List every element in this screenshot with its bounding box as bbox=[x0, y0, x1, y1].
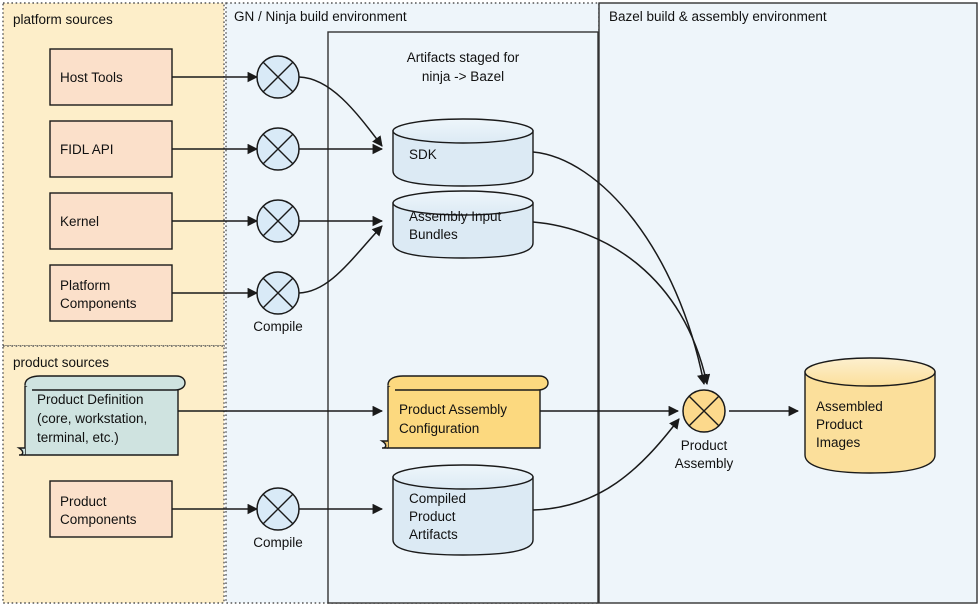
product-definition-label-line1: Product Definition bbox=[37, 392, 144, 407]
assembly-input-bundles-label-line2: Bundles bbox=[409, 227, 458, 242]
source-box-platform-components[interactable]: Platform Components bbox=[49, 264, 173, 322]
fidl-api-label: FIDL API bbox=[60, 142, 114, 157]
platform-sources-zone-label: platform sources bbox=[13, 12, 113, 27]
bazel-zone-rect bbox=[598, 2, 978, 604]
platform-components-label-line2: Components bbox=[60, 296, 137, 311]
product-assembly-configuration-label-line2: Configuration bbox=[399, 421, 479, 436]
host-tools-rect[interactable] bbox=[49, 48, 173, 106]
compile-node-kernel[interactable] bbox=[256, 199, 300, 243]
platform-components-rect[interactable] bbox=[49, 264, 173, 322]
product-components-label-line2: Components bbox=[60, 512, 137, 527]
sdk-cylinder-body[interactable] bbox=[392, 130, 534, 187]
compile-kernel-cross-icon bbox=[262, 205, 294, 237]
compile-fidl-api-cross-icon bbox=[262, 133, 294, 165]
compile-node-product-components[interactable]: Compile bbox=[253, 487, 303, 550]
assembled-product-images-cylinder-body[interactable] bbox=[804, 371, 936, 474]
sdk-label: SDK bbox=[409, 147, 437, 162]
edge-compile-platform-components-to-assembly-input-bundles bbox=[298, 225, 383, 294]
assembly-input-bundles-label-line1: Assembly Input bbox=[409, 209, 502, 224]
kernel-rect[interactable] bbox=[49, 192, 173, 250]
product-assembly-node[interactable]: Product Assembly bbox=[675, 389, 734, 471]
edge-compile-host-tools-to-sdk bbox=[298, 76, 383, 147]
compile-product-components-cross-icon bbox=[262, 493, 294, 525]
compiled-product-artifacts-label-line2: Product bbox=[409, 509, 456, 524]
product-assembly-configuration-label-line1: Product Assembly bbox=[399, 402, 507, 417]
platform-components-label-line1: Platform bbox=[60, 278, 110, 293]
zone-bazel: Bazel build & assembly environment bbox=[598, 2, 978, 604]
compile-node-fidl-api[interactable] bbox=[256, 127, 300, 171]
edges bbox=[172, 71, 800, 515]
sdk-cylinder-top bbox=[392, 118, 534, 144]
compile-node-host-tools[interactable] bbox=[256, 55, 300, 99]
staging-box-label-line1: Artifacts staged for bbox=[407, 50, 520, 65]
assembled-product-images-cylinder-top bbox=[804, 357, 936, 387]
source-box-host-tools[interactable]: Host Tools bbox=[49, 48, 173, 106]
compiled-product-artifacts-label-line1: Compiled bbox=[409, 491, 466, 506]
product-definition-label-line3: terminal, etc.) bbox=[37, 430, 119, 445]
fidl-api-rect[interactable] bbox=[49, 120, 173, 178]
product-assembly-cross-icon bbox=[688, 395, 720, 427]
compile-product-components-label: Compile bbox=[253, 535, 303, 550]
edge-compiled-product-artifacts-to-product-assembly bbox=[532, 418, 680, 511]
product-assembly-label-line2: Assembly bbox=[675, 456, 734, 471]
assembly-input-bundles-cylinder-top bbox=[392, 190, 534, 216]
product-definition-top-scroll bbox=[24, 375, 186, 391]
kernel-label: Kernel bbox=[60, 214, 99, 229]
assembled-product-images[interactable]: Assembled Product Images bbox=[804, 357, 936, 474]
artifact-assembly-input-bundles[interactable]: Assembly Input Bundles bbox=[392, 190, 534, 259]
product-components-rect[interactable] bbox=[49, 480, 173, 538]
staging-box-label-line2: ninja -> Bazel bbox=[422, 69, 504, 84]
compile-platform-components-cross-icon bbox=[262, 277, 294, 309]
bazel-zone-label: Bazel build & assembly environment bbox=[609, 9, 827, 24]
source-box-kernel[interactable]: Kernel bbox=[49, 192, 173, 250]
gn-ninja-zone-label: GN / Ninja build environment bbox=[234, 9, 407, 24]
source-note-product-definition[interactable]: Product Definition (core, workstation, t… bbox=[16, 375, 186, 456]
compiled-product-artifacts-label-line3: Artifacts bbox=[409, 527, 458, 542]
artifact-product-assembly-configuration[interactable]: Product Assembly Configuration bbox=[379, 375, 549, 449]
compile-node-platform-components[interactable]: Compile bbox=[253, 271, 303, 334]
compiled-product-artifacts-cylinder-top bbox=[392, 464, 534, 490]
assembly-input-bundles-cylinder-body[interactable] bbox=[392, 202, 534, 259]
product-definition-label-line2: (core, workstation, bbox=[37, 411, 147, 426]
artifact-compiled-product-artifacts[interactable]: Compiled Product Artifacts bbox=[392, 464, 534, 556]
assembled-product-images-label-line2: Product bbox=[816, 417, 863, 432]
source-box-fidl-api[interactable]: FIDL API bbox=[49, 120, 173, 178]
compile-host-tools-cross-icon bbox=[262, 61, 294, 93]
edge-assembly-input-bundles-to-product-assembly bbox=[532, 221, 711, 386]
assembled-product-images-label-line1: Assembled bbox=[816, 399, 883, 414]
compiled-product-artifacts-cylinder-body[interactable] bbox=[392, 476, 534, 556]
host-tools-label: Host Tools bbox=[60, 70, 123, 85]
assembled-product-images-label-line3: Images bbox=[816, 435, 861, 450]
product-assembly-label-line1: Product bbox=[681, 438, 728, 453]
product-components-label-line1: Product bbox=[60, 494, 107, 509]
product-sources-zone-label: product sources bbox=[13, 355, 109, 370]
product-definition-bottom-scroll bbox=[16, 447, 25, 456]
source-box-product-components[interactable]: Product Components bbox=[49, 480, 173, 538]
compile-platform-components-label: Compile bbox=[253, 319, 303, 334]
artifact-sdk[interactable]: SDK bbox=[392, 118, 534, 187]
product-assembly-configuration-bottom-scroll bbox=[379, 440, 388, 449]
product-assembly-configuration-top-scroll bbox=[387, 375, 549, 391]
